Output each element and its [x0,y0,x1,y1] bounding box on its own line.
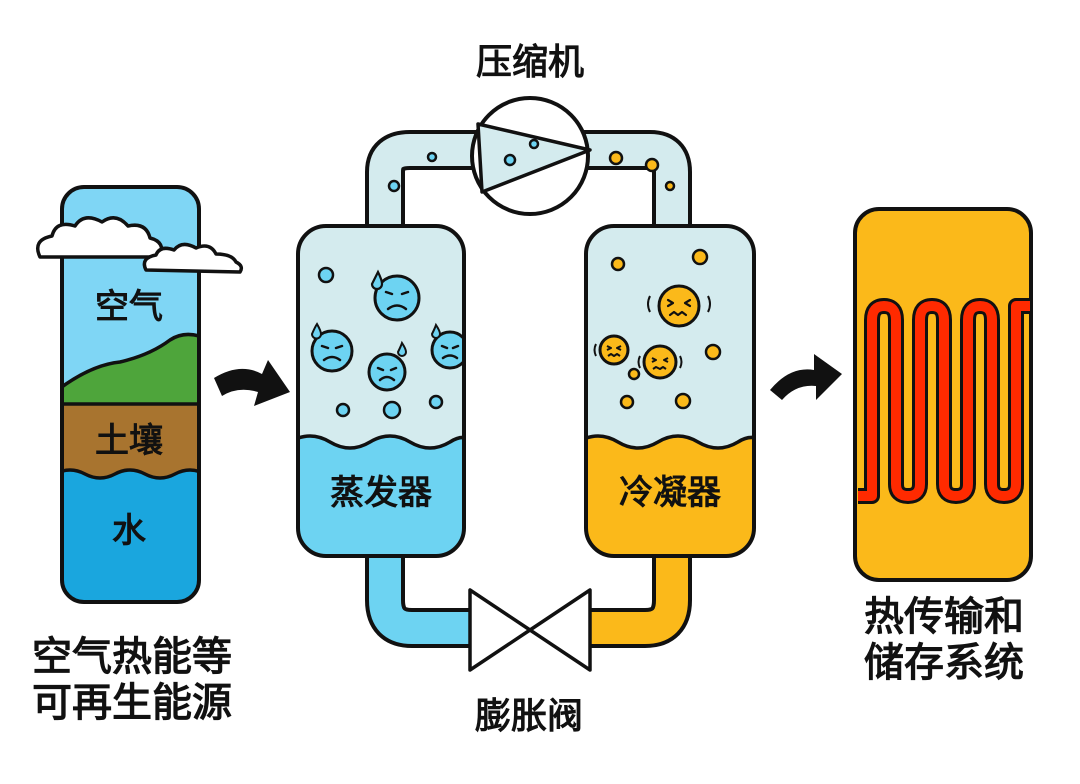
compressor [470,96,592,216]
sad-face-icon [367,340,408,392]
storage-caption-line1: 热传输和 [864,594,1024,640]
curved-arrow-right-icon [770,354,842,400]
evaporator-tank [296,224,466,558]
source-caption-line2: 可再生能源 [32,680,232,726]
pipe-bubbles-hot [608,150,676,192]
dizzy-face-icon [593,334,630,366]
air-label: 空气 [95,287,163,327]
cloud-icon [36,216,164,259]
source-caption-line1: 空气热能等 [32,634,232,680]
sad-face-icon [310,322,354,373]
dizzy-face-icon [647,284,711,328]
compressor-label: 压缩机 [476,42,584,83]
condenser-label: 冷凝器 [619,473,722,513]
heat-storage-tank [853,207,1033,582]
soil-label: 土壤 [95,421,163,461]
sad-face-icon [430,322,464,370]
sad-face-icon [370,269,421,322]
expansion-valve-label: 膨胀阀 [475,696,583,737]
evaporator-label: 蒸发器 [330,473,433,513]
condenser-tank [584,224,756,558]
storage-caption-line2: 储存系统 [864,640,1024,686]
curved-arrow-right-icon [214,360,290,406]
dizzy-face-icon [637,344,683,380]
expansion-valve [468,588,592,672]
cloud-icon [142,242,244,274]
water-label: 水 [112,511,147,551]
